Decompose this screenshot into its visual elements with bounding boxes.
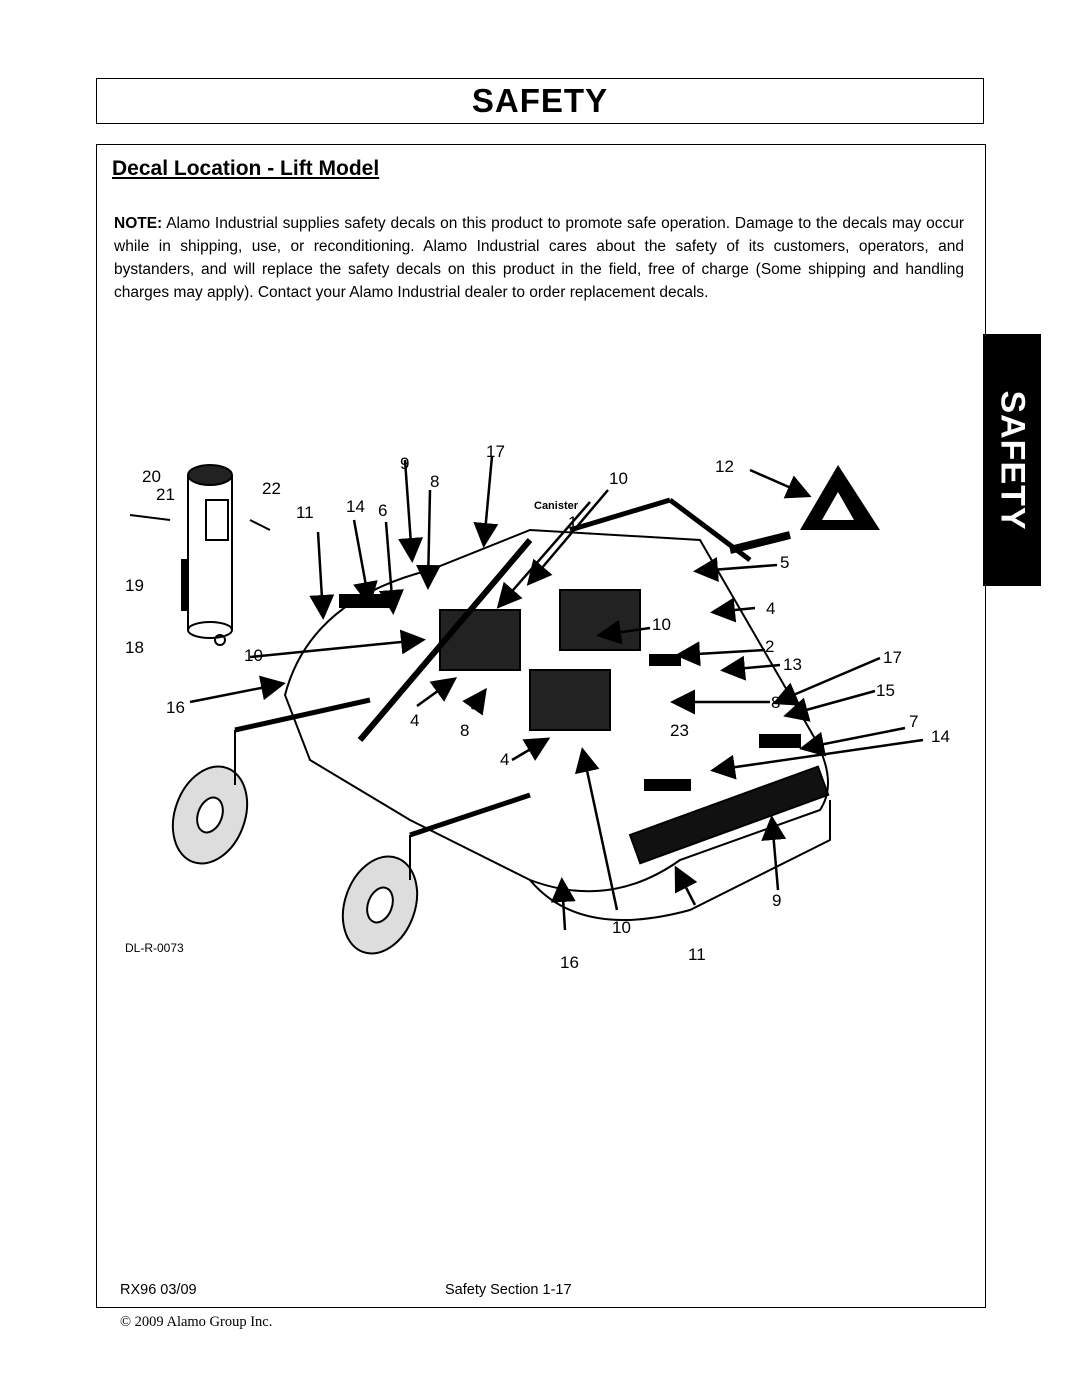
svg-text:15: 15 bbox=[876, 681, 895, 700]
page-title: SAFETY bbox=[471, 82, 609, 119]
side-tab-label: SAFETY bbox=[993, 389, 1032, 531]
svg-text:7: 7 bbox=[909, 712, 918, 731]
svg-text:4: 4 bbox=[500, 750, 509, 769]
note-paragraph: NOTE: Alamo Industrial supplies safety d… bbox=[114, 212, 964, 304]
svg-text:22: 22 bbox=[262, 479, 281, 498]
canister-label: Canister bbox=[534, 500, 579, 512]
svg-text:4: 4 bbox=[766, 599, 775, 618]
note-text: Alamo Industrial supplies safety decals … bbox=[114, 215, 965, 301]
svg-text:14: 14 bbox=[931, 727, 950, 746]
svg-text:8: 8 bbox=[460, 721, 469, 740]
callout-labels: 20 21 22 19 18 16 9 17 8 14 6 11 10 Cani… bbox=[125, 442, 950, 972]
svg-text:10: 10 bbox=[612, 918, 631, 937]
svg-text:14: 14 bbox=[346, 497, 365, 516]
svg-text:11: 11 bbox=[688, 945, 706, 964]
mower-deck-illustration bbox=[283, 497, 831, 921]
svg-text:10: 10 bbox=[609, 469, 628, 488]
svg-text:17: 17 bbox=[486, 442, 505, 461]
svg-text:19: 19 bbox=[125, 576, 144, 595]
header-box: SAFETY bbox=[96, 78, 984, 124]
caster-wheels bbox=[171, 697, 531, 955]
section-heading: Decal Location - Lift Model bbox=[112, 157, 380, 180]
svg-text:9: 9 bbox=[772, 891, 781, 910]
copyright: © 2009 Alamo Group Inc. bbox=[120, 1314, 273, 1330]
svg-text:18: 18 bbox=[125, 638, 144, 657]
svg-text:6: 6 bbox=[378, 501, 387, 520]
footer-model-date: RX96 03/09 bbox=[120, 1282, 197, 1298]
note-label: NOTE: bbox=[114, 215, 163, 232]
jack-stand-illustration bbox=[129, 464, 271, 646]
svg-text:2: 2 bbox=[765, 637, 774, 656]
svg-text:16: 16 bbox=[560, 953, 579, 972]
svg-text:10: 10 bbox=[652, 615, 671, 634]
svg-text:9: 9 bbox=[400, 454, 409, 473]
svg-text:16: 16 bbox=[166, 698, 185, 717]
svg-text:1: 1 bbox=[568, 513, 577, 532]
svg-text:5: 5 bbox=[780, 553, 789, 572]
svg-text:21: 21 bbox=[156, 485, 175, 504]
svg-text:13: 13 bbox=[783, 655, 802, 674]
svg-text:4: 4 bbox=[410, 711, 419, 730]
content-frame: Decal Location - Lift Model NOTE: Alamo … bbox=[96, 144, 986, 1308]
diagram-code: DL-R-0073 bbox=[125, 941, 184, 955]
svg-text:12: 12 bbox=[715, 457, 734, 476]
callout-arrows bbox=[189, 455, 924, 931]
svg-text:11: 11 bbox=[296, 503, 314, 522]
slow-moving-vehicle-emblem bbox=[800, 465, 880, 530]
svg-text:20: 20 bbox=[142, 467, 161, 486]
footer-section: Safety Section 1-17 bbox=[445, 1282, 572, 1298]
svg-text:8: 8 bbox=[430, 472, 439, 491]
svg-text:8: 8 bbox=[771, 693, 780, 712]
mower-decal-diagram: 20 21 22 19 18 16 9 17 8 14 6 11 10 Cani… bbox=[125, 442, 950, 972]
svg-text:23: 23 bbox=[670, 721, 689, 740]
svg-text:10: 10 bbox=[244, 646, 263, 665]
side-tab: SAFETY bbox=[983, 334, 1041, 586]
svg-text:17: 17 bbox=[883, 648, 902, 667]
